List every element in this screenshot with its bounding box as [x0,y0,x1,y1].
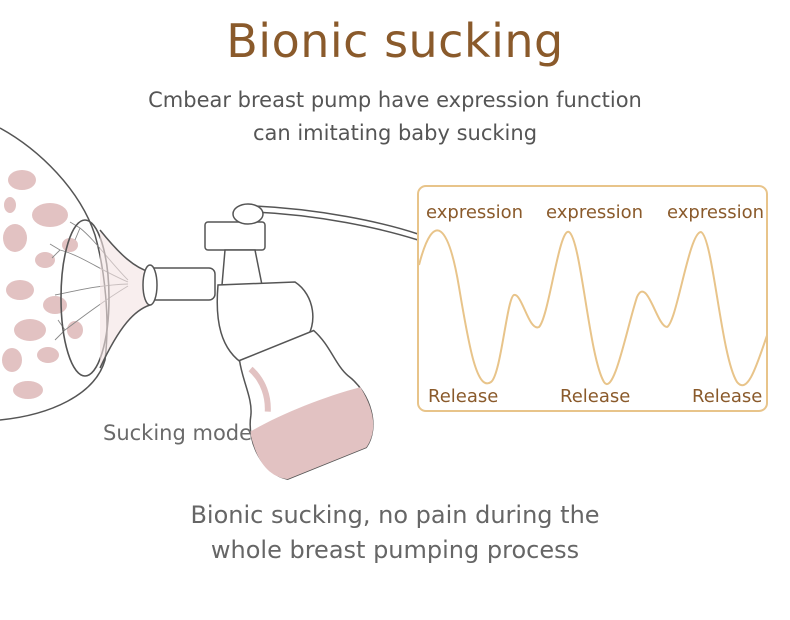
wave-label-release-1: Release [428,386,499,407]
wave-label-expression-2: expression [546,202,644,223]
footer-line-1: Bionic sucking, no pain during the [190,501,600,529]
sucking-waveform [419,229,766,386]
wave-label-release-3: Release [692,386,763,407]
footer-line-2: whole breast pumping process [210,536,580,564]
wave-label-release-2: Release [560,386,631,407]
page-title: Bionic sucking [226,14,564,68]
subtitle-line-1: Cmbear breast pump have expression funct… [148,88,642,112]
wave-label-expression-1: expression [426,202,524,223]
wave-label-expression-3: expression [667,202,765,223]
sucking-mode-caption: Sucking mode [103,421,253,445]
subtitle-line-2: can imitating baby sucking [252,121,538,145]
waveform-panel: expression expression expression Release… [417,185,768,412]
breast-tissue [2,170,83,399]
